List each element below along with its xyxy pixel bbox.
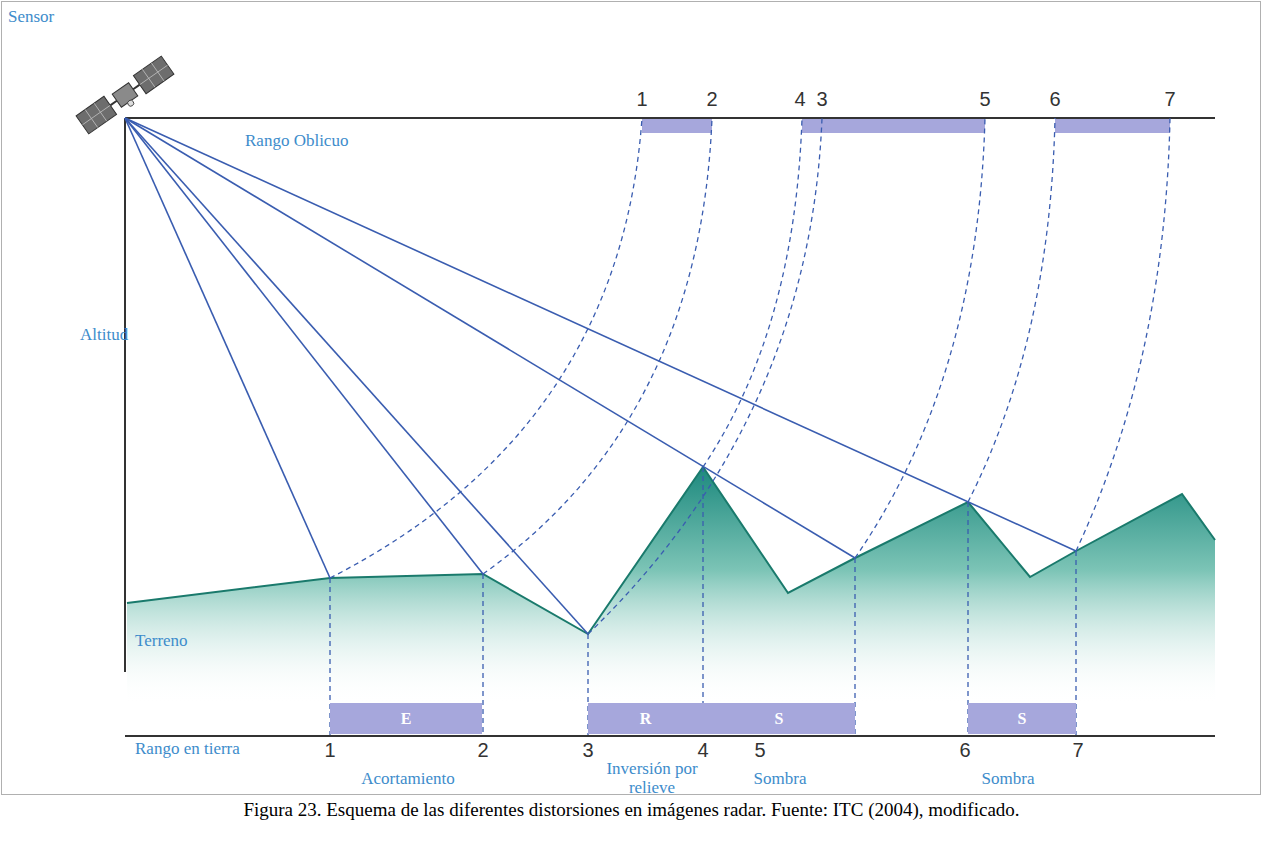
point-number: 4: [697, 739, 708, 761]
distortion-label: Sombra: [982, 770, 1035, 789]
band-letter: R: [640, 710, 652, 728]
range-projections: [330, 118, 1170, 735]
ground-range-axis: [125, 735, 1215, 737]
point-number: 7: [1164, 88, 1175, 110]
point-number: 1: [636, 88, 647, 110]
altitude-axis: [124, 118, 126, 672]
point-number: 5: [979, 88, 990, 110]
band-letter: E: [401, 710, 412, 728]
band-letter: S: [775, 710, 784, 728]
distortion-band: S: [968, 703, 1076, 734]
distortion-band: E: [330, 703, 482, 734]
point-number: 3: [816, 88, 827, 110]
point-number: 1: [324, 739, 335, 761]
terrain-fill: [127, 467, 1215, 705]
axis-label: Altitud: [80, 326, 128, 345]
figure-caption: Figura 23. Esquema de las diferentes dis…: [243, 800, 1019, 821]
point-number: 6: [1049, 88, 1060, 110]
terrain-profile: [127, 467, 1215, 634]
sensor-label: Sensor: [8, 8, 54, 27]
satellite-icon: [76, 56, 175, 135]
distortion-band: S: [703, 703, 855, 734]
frame: [2, 2, 1261, 795]
point-number: 7: [1072, 739, 1083, 761]
axis-label: Rango Oblicuo: [245, 132, 348, 151]
distortion-label: Acortamiento: [361, 770, 454, 789]
point-number: 4: [794, 88, 805, 110]
slant-range-axis: [125, 117, 1215, 119]
radar-rays: [125, 118, 1076, 634]
point-number: 2: [706, 88, 717, 110]
distortion-label: Inversión por relieve: [587, 760, 717, 797]
distortion-band: R: [588, 703, 703, 734]
point-number: 5: [754, 739, 765, 761]
band-letter: S: [1018, 710, 1027, 728]
point-number: 2: [477, 739, 488, 761]
slant-range-bars: [642, 119, 1170, 133]
terrain-label: Terreno: [135, 632, 188, 651]
point-number: 6: [959, 739, 970, 761]
distortion-label: Sombra: [754, 770, 807, 789]
point-number: 3: [582, 739, 593, 761]
axis-label: Rango en tierra: [135, 740, 240, 759]
